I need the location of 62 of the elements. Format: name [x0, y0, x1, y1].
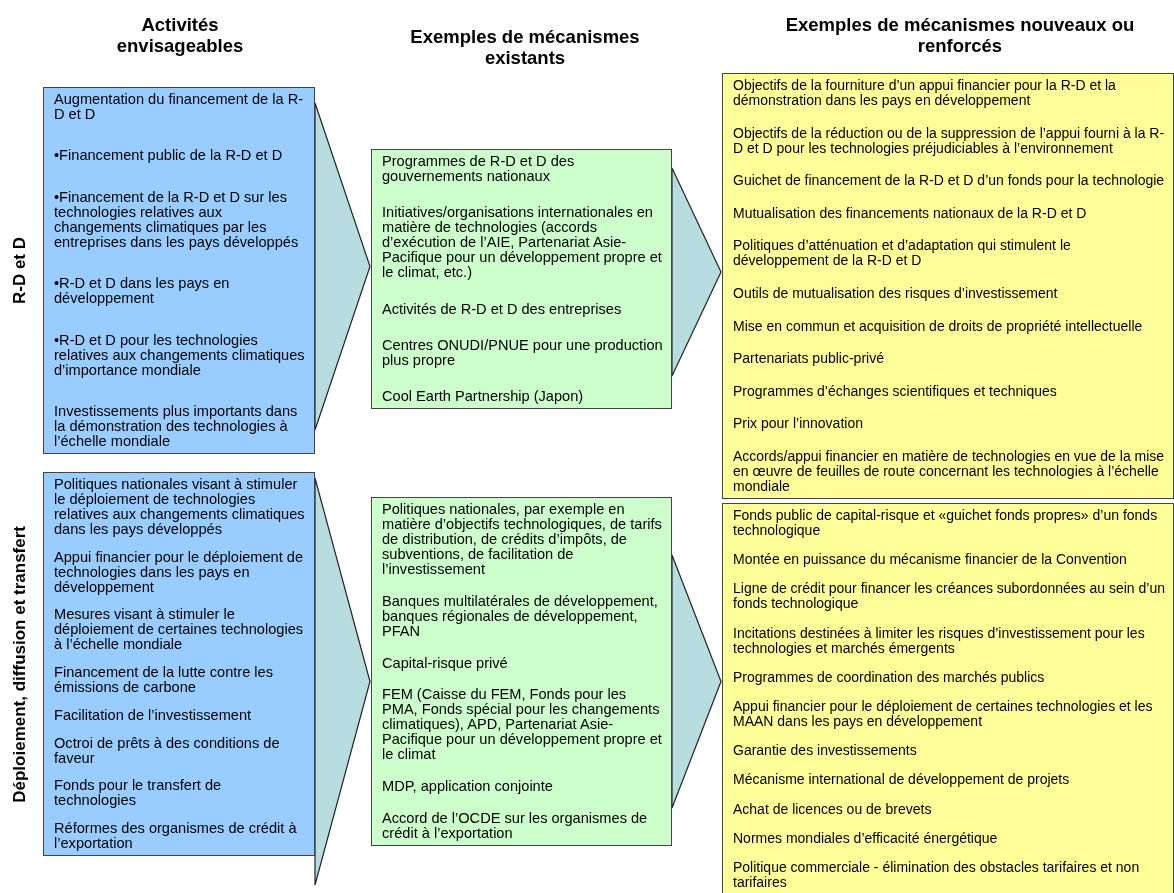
list-item: Normes mondiales d’efficacité énergétique [733, 830, 999, 846]
list-item: Objectifs de la réduction ou de la suppression de l’appui fourni à la R-D et D pour les technologies préjudiciables à l’environnement [733, 125, 1165, 156]
list-item: Octroi de prêts à des conditions de faveur [54, 735, 281, 766]
list-item: FEM (Caisse du FEM, Fonds pour les PMA, Fonds spécial pour les changements climatiques), APD, Partenariat Asie-Pacifique pour un développement propre et le climat [382, 687, 663, 763]
chevron-arrow [671, 167, 722, 377]
list-item: Facilitation de l’investissement [54, 707, 253, 723]
list-item: Mutualisation des financements nationaux de la R-D et D [733, 205, 1088, 221]
list-item: Initiatives/organisations internationales en matière de technologies (accords d’exécution de l’AIE, Partenariat Asie-Pacifique pour un développement propre et le climat, etc.) [382, 205, 663, 281]
list-item: Programmes d’échanges scientifiques et techniques [733, 383, 1058, 399]
list-item: Appui financier pour le déploiement de technologies dans les pays en développement [54, 549, 305, 595]
list-item: Outils de mutualisation des risques d’investissement [733, 285, 1059, 301]
list-item: Guichet de financement de la R-D et D d’un fonds pour la technologie [733, 173, 1165, 189]
list-item: Mise en commun et acquisition de droits de propriété intellectuelle [733, 318, 1144, 334]
list-item: Partenariats public-privé [733, 351, 885, 367]
list-item: Politiques nationales, par exemple en matière d’objectifs technologiques, de tarifs de distribution, de crédits d’impôts, de subventions, de facilitation de l’investissement [382, 502, 663, 577]
column-heading: Activités envisageables [115, 14, 245, 56]
chevron-arrow [671, 554, 722, 809]
list-item: Fonds pour le transfert de technologies [54, 778, 223, 809]
list-item: •R-D et D pour les technologies relatives aux changements climatiques d’importance mondiale [54, 332, 306, 378]
list-item: •Financement public de la R-D et D [54, 148, 284, 164]
list-item: Politiques nationales visant à stimuler le déploiement de technologies relatives aux changements climatiques dans les pays développés [54, 477, 306, 537]
list-item: Activités de R-D et D des entreprises [382, 301, 623, 317]
list-box [43, 472, 315, 856]
list-item: MDP, application conjointe [382, 779, 554, 795]
list-item: Appui financier pour le déploiement de certaines technologies et les MAAN dans les pays en développement [733, 698, 1154, 729]
list-item: Cool Earth Partnership (Japon) [382, 389, 585, 404]
list-item: Augmentation du financement de la R-D et D [54, 92, 305, 122]
list-item: Financement de la lutte contre les émissions de carbone [54, 665, 275, 696]
list-item: Investissements plus importants dans la démonstration des technologies à l’échelle mondiale [54, 403, 299, 449]
list-item: Accords/appui financier en matière de technologies en vue de la mise en œuvre de feuilles de route concernant les technologies à l’échelle mondiale [733, 448, 1165, 494]
list-item: Politique commerciale - élimination des obstacles tarifaires et non tarifaires [733, 859, 1141, 890]
list-item: Mesures visant à stimuler le déploiement de certaines technologies à l’échelle mondiale [54, 607, 305, 653]
list-item: Incitations destinées à limiter les risques d’investissement pour les technologies et marchés émergents [733, 625, 1146, 656]
list-box [722, 73, 1174, 499]
list-item: Politiques d’atténuation et d’adaptation qui stimulent le développement de la R-D et D [733, 238, 1072, 269]
list-item: •R-D et D dans les pays en développement [54, 276, 231, 307]
list-item: Banques multilatérales de développement, banques régionales de développement, PFAN [382, 593, 659, 639]
list-item: Objectifs de la fourniture d’un appui financier pour la R-D et la démonstration dans les pays en développement [733, 78, 1117, 108]
row-label: Déploiement, diffusion et transfert [10, 525, 30, 803]
list-item: Mécanisme international de développement de projets [733, 772, 1071, 788]
list-item: Capital-risque privé [382, 655, 509, 671]
list-item: Programmes de R-D et D des gouvernements nationaux [382, 154, 576, 184]
list-item: Ligne de crédit pour financer les créances subordonnées au sein d’un fonds technologique [733, 581, 1165, 612]
chevron-arrow [314, 477, 371, 886]
list-item: Programmes de coordination des marchés publics [733, 669, 1046, 685]
list-item: Fonds public de capital-risque et «guichet fonds propres» d’un fonds technologique [733, 508, 1159, 538]
row-label: R-D et D [10, 237, 30, 305]
column-heading: Exemples de mécanismes nouveaux ou renforcés [784, 14, 1136, 56]
list-item: •Financement de la R-D et D sur les technologies relatives aux changements climatiques par les entreprises dans les pays développés [54, 189, 300, 250]
list-box [722, 503, 1174, 893]
list-box [371, 149, 672, 409]
list-item: Montée en puissance du mécanisme financier de la Convention [733, 552, 1128, 568]
list-item: Achat de licences ou de brevets [733, 801, 933, 817]
list-box [43, 87, 315, 454]
list-item: Réformes des organismes de crédit à l’exportation [54, 820, 298, 851]
list-box [371, 497, 672, 846]
chevron-arrow [314, 102, 371, 431]
list-item: Prix pour l’innovation [733, 416, 864, 432]
list-item: Accord de l’OCDE sur les organismes de crédit à l’exportation [382, 811, 649, 841]
list-item: Centres ONUDI/PNUE pour une production plus propre [382, 337, 663, 368]
column-heading: Exemples de mécanismes existants [409, 26, 641, 68]
list-item: Garantie des investissements [733, 743, 918, 759]
